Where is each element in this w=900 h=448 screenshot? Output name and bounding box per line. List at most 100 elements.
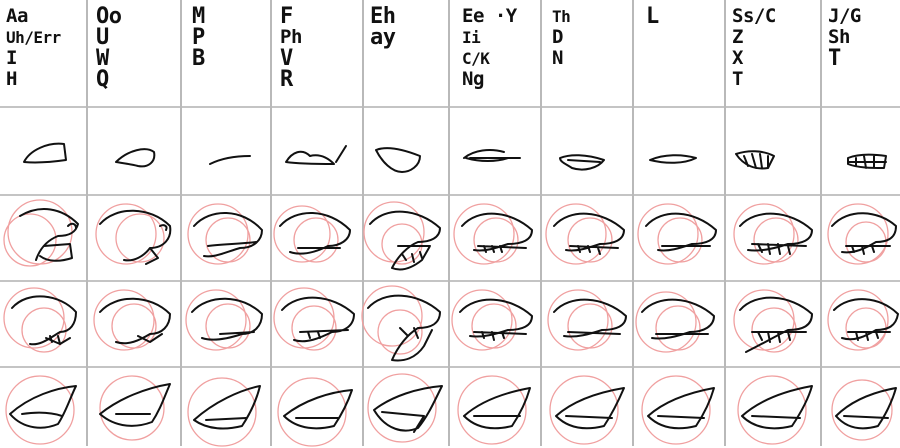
column-divider	[724, 0, 726, 446]
head-threequarter-row	[3, 285, 899, 362]
phoneme-label: ay	[370, 25, 396, 50]
beak-closeup-l	[641, 375, 715, 445]
phoneme-label: D	[552, 26, 563, 48]
row-divider	[0, 366, 900, 368]
head-3q-j	[827, 289, 899, 351]
head-side-j	[827, 203, 897, 265]
row-divider	[0, 106, 900, 108]
column-divider	[540, 0, 542, 446]
phoneme-label: I	[6, 47, 17, 69]
head-3q-aa	[3, 287, 77, 353]
beak-closeup-ss	[737, 375, 813, 445]
head-3q-ee	[451, 289, 533, 351]
head-side-aa	[3, 199, 79, 267]
column-divider	[362, 0, 364, 446]
phoneme-label: H	[6, 68, 17, 90]
phoneme-label: X	[732, 47, 743, 69]
head-side-oo	[95, 203, 172, 265]
mouth-shape-aa	[23, 142, 67, 164]
phoneme-label: W	[96, 46, 109, 71]
column-divider	[632, 0, 634, 446]
phoneme-label: N	[552, 47, 563, 69]
phoneme-cell-ee: Ee ·Y Ii C/K Ng	[462, 6, 538, 112]
phoneme-cell-aa: Aa Uh/Err I H	[6, 6, 84, 112]
phoneme-label: U	[96, 25, 109, 50]
head-side-l	[637, 203, 717, 265]
mouth-shape-l	[649, 154, 697, 164]
head-side-eh	[363, 201, 441, 271]
beak-closeup-ee	[457, 375, 531, 445]
head-3q-eh	[361, 285, 441, 362]
phoneme-cell-th: Th D N	[552, 6, 630, 112]
beak-closeup-th	[549, 375, 625, 445]
mouth-shape-ss	[735, 150, 775, 170]
mouth-shape-f	[285, 145, 347, 165]
phoneme-cell-oo: Oo U W Q	[96, 6, 178, 112]
phoneme-label: Eh	[370, 6, 396, 29]
beak-closeup-row	[5, 373, 897, 447]
mouth-shape-th	[559, 154, 605, 171]
head-3q-th	[547, 289, 627, 351]
phoneme-cell-j: J/G Sh T	[828, 6, 898, 112]
beak-closeup-aa	[5, 375, 77, 445]
head-side-th	[545, 203, 625, 265]
phoneme-label: Sh	[828, 26, 850, 48]
head-side-ss	[733, 203, 813, 265]
phoneme-cell-l: L	[646, 6, 722, 112]
phoneme-label: Uh/Err	[6, 28, 61, 47]
head-3q-f	[273, 287, 355, 351]
phoneme-label: Ii	[462, 28, 481, 47]
head-3q-m	[185, 289, 263, 351]
phoneme-label: Ng	[462, 68, 484, 90]
head-side-f	[273, 205, 351, 263]
beak-closeup-m	[187, 377, 261, 447]
phoneme-label: Ph	[280, 26, 302, 48]
head-3q-ss	[733, 289, 813, 353]
mouth-shape-oo	[115, 148, 156, 168]
row-divider	[0, 280, 900, 282]
beak-closeup-f	[277, 377, 353, 447]
column-divider	[86, 0, 88, 446]
head-side-row	[3, 199, 897, 271]
phoneme-label: J/G	[828, 6, 861, 27]
mouth-shape-row	[23, 142, 887, 173]
head-side-ee	[453, 203, 533, 265]
mouth-shape-eh	[375, 147, 421, 173]
column-divider	[270, 0, 272, 446]
mouth-shape-j	[847, 153, 887, 169]
head-3q-oo	[93, 289, 171, 351]
phoneme-label: T	[732, 68, 743, 90]
column-divider	[180, 0, 182, 446]
phoneme-label: B	[192, 46, 205, 71]
phoneme-label: R	[280, 67, 293, 92]
row-divider	[0, 194, 900, 196]
phoneme-label: Z	[732, 26, 743, 48]
mouth-shape-m	[209, 155, 251, 165]
beak-closeup-j	[831, 379, 897, 441]
phoneme-label: Oo	[96, 6, 122, 29]
phoneme-label: T	[828, 46, 841, 71]
phoneme-label: Ss/C	[732, 6, 776, 27]
phoneme-label: P	[192, 25, 205, 50]
column-divider	[820, 0, 822, 446]
phoneme-label: F	[280, 6, 293, 29]
phoneme-label: Ee ·Y	[462, 6, 517, 27]
phoneme-cell-ss: Ss/C Z X T	[732, 6, 818, 112]
column-divider	[448, 0, 450, 446]
head-side-m	[187, 203, 263, 265]
phoneme-label: M	[192, 6, 205, 29]
phoneme-cell-eh: Eh ay	[370, 6, 446, 112]
phoneme-label: Aa	[6, 6, 28, 27]
mouth-shape-ee	[463, 149, 521, 162]
phoneme-label: V	[280, 46, 293, 71]
phoneme-cell-m: M P B	[192, 6, 268, 112]
phoneme-label: Th	[552, 7, 571, 26]
phoneme-label: Q	[96, 67, 109, 92]
beak-closeup-eh	[367, 373, 443, 443]
phoneme-cell-f: F Ph V R	[280, 6, 360, 112]
head-3q-l	[635, 291, 715, 353]
phoneme-label: C/K	[462, 49, 490, 68]
phoneme-label: L	[646, 6, 659, 29]
beak-closeup-oo	[99, 375, 171, 441]
